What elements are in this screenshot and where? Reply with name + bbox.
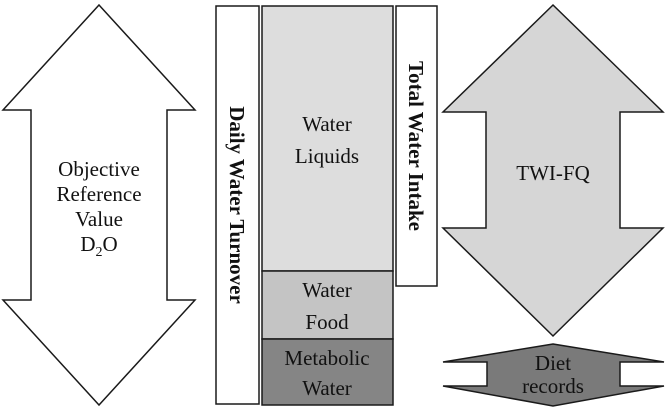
daily-turnover-rect [215, 5, 260, 405]
twi-fq-arrow: TWI-FQ [441, 3, 665, 338]
total-intake-rect [395, 5, 438, 287]
metabolic-water-block [261, 338, 394, 406]
d2o-subscript: 2 [96, 245, 103, 260]
diet-records-line2: records [522, 374, 584, 398]
twi-fq-arrow-shape [441, 3, 665, 338]
objective-label-line3: Value [75, 207, 123, 231]
diet-records-arrow: Diet records [442, 343, 665, 407]
metabolic-water-line2: Water [302, 376, 352, 400]
metabolic-water-line1: Metabolic [284, 346, 369, 370]
water-liquids-line2: Liquids [295, 144, 359, 168]
objective-label-line1: Objective [58, 157, 140, 181]
objective-reference-arrow: Objective Reference Value D2O [1, 3, 197, 407]
diet-records-line1: Diet [535, 351, 571, 375]
daily-turnover-label: Daily Water Turnover [225, 106, 249, 304]
daily-turnover-box: Daily Water Turnover [215, 5, 260, 405]
water-components-stack: Water Liquids Water Food Metabolic Water [261, 5, 394, 406]
twi-fq-label: TWI-FQ [516, 161, 589, 185]
water-liquids-line1: Water [302, 112, 352, 136]
total-intake-label: Total Water Intake [404, 61, 428, 231]
d2o-label: D2O [80, 232, 117, 260]
water-food-line1: Water [302, 278, 352, 302]
total-intake-box: Total Water Intake [395, 5, 438, 287]
water-liquids-block [261, 5, 394, 272]
d2o-main: D [80, 232, 95, 256]
objective-label-line2: Reference [56, 182, 141, 206]
d2o-end: O [103, 232, 118, 256]
water-food-line2: Food [305, 310, 349, 334]
water-food-block [261, 270, 394, 340]
objective-arrow-shape [1, 3, 197, 407]
diet-records-arrow-shape [442, 343, 665, 407]
